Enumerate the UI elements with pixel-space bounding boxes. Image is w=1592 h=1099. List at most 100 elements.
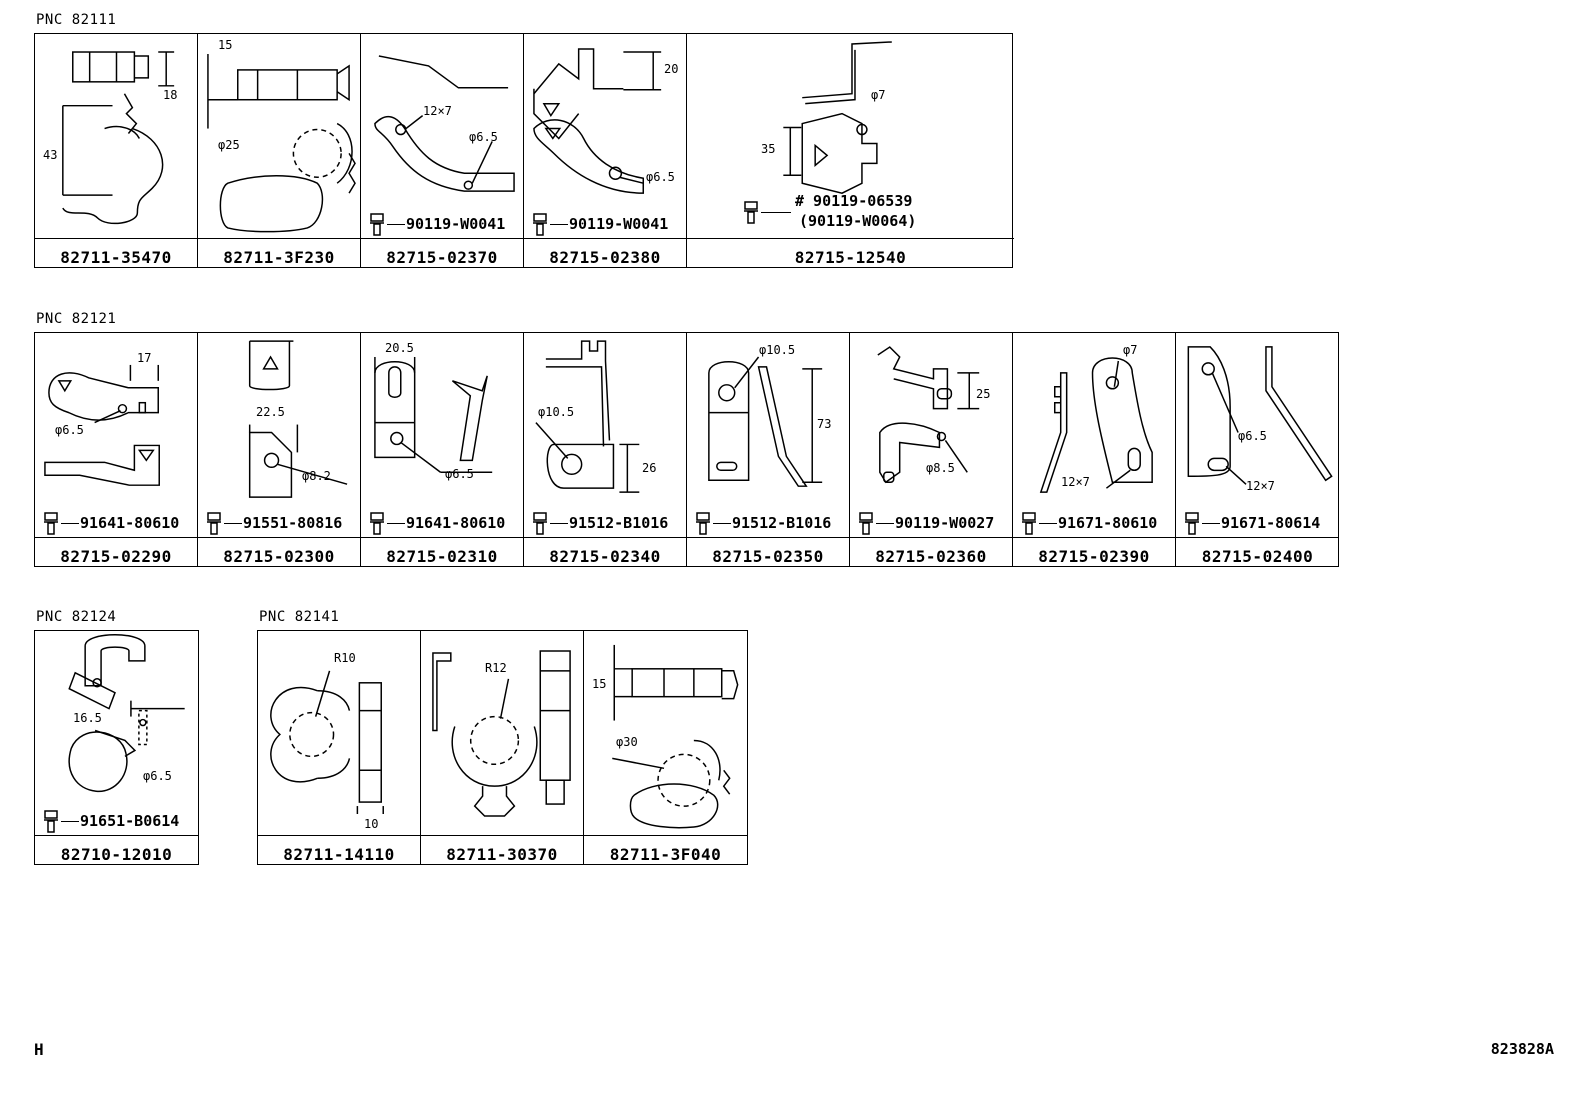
dimension-label: 18 <box>163 88 178 102</box>
dimension-label: 12×7 <box>423 104 452 118</box>
leader-line <box>761 212 791 213</box>
part-number: 82711-3F040 <box>609 845 722 864</box>
dimension-label: 43 <box>43 148 58 162</box>
part-number: 82715-02390 <box>1038 547 1150 566</box>
part-drawing <box>35 333 197 538</box>
bolt-reference: 90119-W0041 <box>369 212 505 236</box>
part-cell[interactable]: R10 10 82711-14110 <box>258 631 421 864</box>
dimension-label: 73 <box>817 417 832 431</box>
part-cell[interactable]: 25 φ8.5 90119-W0027 82715-02360 <box>850 333 1013 566</box>
bolt-icon <box>859 512 873 535</box>
part-drawing <box>361 333 523 538</box>
part-drawing <box>35 34 197 239</box>
dimension-label: φ7 <box>871 88 886 102</box>
parts-grid-82111: 18 43 82711-35470 15 φ25 82711-3F230 <box>34 33 1014 268</box>
part-cell[interactable]: φ6.5 12×7 91671-80614 82715-02400 <box>1176 333 1339 566</box>
dimension-label: 20 <box>664 62 679 76</box>
part-drawing <box>524 34 686 239</box>
bolt-reference: 91551-80816 <box>206 511 342 535</box>
part-number: 82711-14110 <box>283 845 395 864</box>
part-cell[interactable]: φ7 35 # 90119-06539 (90119-W0064) 82715-… <box>687 34 1014 267</box>
pnc-label: PNC 82111 <box>36 12 117 28</box>
bolt-reference: 90119-W0027 <box>858 511 994 535</box>
part-drawing <box>584 631 747 836</box>
bolt-reference: 91671-80610 <box>1021 511 1157 535</box>
part-number: 82711-3F230 <box>223 248 335 267</box>
parts-grid-82121: 17 φ6.5 91641-80610 82715-02290 22.5 φ8.… <box>34 332 1339 567</box>
part-cell[interactable]: 15 φ30 82711-3F040 <box>584 631 747 864</box>
dimension-label: φ6.5 <box>1238 429 1267 443</box>
part-cell[interactable]: 16.5 φ6.5 91651-B0614 82710-12010 <box>35 631 198 864</box>
parts-grid-82141: R10 10 82711-14110 R12 82711-30370 <box>257 630 748 865</box>
dimension-label: φ6.5 <box>55 423 84 437</box>
dimension-label: 10 <box>364 817 379 831</box>
dimension-label: φ7 <box>1123 343 1138 357</box>
part-drawing <box>687 34 1014 239</box>
bolt-reference: 91512-B1016 <box>695 511 831 535</box>
part-number: 82711-30370 <box>446 845 558 864</box>
part-number: 82715-02350 <box>712 547 824 566</box>
part-number: 82715-02360 <box>875 547 987 566</box>
part-cell[interactable]: 20 φ6.5 90119-W0041 82715-02380 <box>524 34 687 267</box>
dimension-label: 12×7 <box>1061 475 1090 489</box>
part-cell[interactable]: 17 φ6.5 91641-80610 82715-02290 <box>35 333 198 566</box>
part-number: 82711-35470 <box>60 248 172 267</box>
dimension-label: R10 <box>334 651 356 665</box>
drawing-number: 823828A <box>1490 1040 1554 1058</box>
dimension-label: 16.5 <box>73 711 102 725</box>
dimension-label: φ25 <box>218 138 240 152</box>
part-cell[interactable]: 20.5 φ6.5 91641-80610 82715-02310 <box>361 333 524 566</box>
bolt-icon <box>533 213 547 236</box>
page-marker: H <box>34 1040 44 1059</box>
part-cell[interactable]: 18 43 82711-35470 <box>35 34 198 267</box>
part-number: 82715-02310 <box>386 547 498 566</box>
part-drawing <box>198 34 360 239</box>
part-number: 82715-12540 <box>794 248 907 267</box>
bolt-icon <box>370 512 384 535</box>
part-drawing <box>1013 333 1175 538</box>
bolt-reference: 91641-80610 <box>369 511 505 535</box>
part-number: 82715-02370 <box>386 248 498 267</box>
dimension-label: φ8.5 <box>926 461 955 475</box>
bolt-icon <box>696 512 710 535</box>
dimension-label: 20.5 <box>385 341 414 355</box>
bolt-icon <box>533 512 547 535</box>
dimension-label: φ6.5 <box>646 170 675 184</box>
part-cell[interactable]: 22.5 φ8.2 91551-80816 82715-02300 <box>198 333 361 566</box>
part-number: 82715-02400 <box>1201 547 1314 566</box>
part-number: 82715-02380 <box>549 248 661 267</box>
bolt-icon <box>744 201 758 224</box>
part-number: 82715-02300 <box>223 547 335 566</box>
dimension-label: 15 <box>218 38 233 52</box>
part-drawing <box>524 333 686 538</box>
dimension-label: φ10.5 <box>538 405 575 419</box>
pnc-label: PNC 82124 <box>36 609 117 625</box>
part-drawing <box>1176 333 1339 538</box>
part-drawing <box>361 34 523 239</box>
part-cell[interactable]: 12×7 φ6.5 90119-W0041 82715-02370 <box>361 34 524 267</box>
dimension-label: φ6.5 <box>469 130 498 144</box>
part-cell[interactable]: R12 82711-30370 <box>421 631 584 864</box>
part-drawing <box>258 631 420 836</box>
part-cell[interactable]: φ7 12×7 91671-80610 82715-02390 <box>1013 333 1176 566</box>
part-cell[interactable]: φ10.5 73 91512-B1016 82715-02350 <box>687 333 850 566</box>
dimension-label: φ10.5 <box>759 343 796 357</box>
dimension-label: 15 <box>592 677 607 691</box>
dimension-label: φ6.5 <box>143 769 172 783</box>
part-cell[interactable]: 15 φ25 82711-3F230 <box>198 34 361 267</box>
part-number: 82710-12010 <box>60 845 173 864</box>
bolt-reference: 91641-80610 <box>43 511 179 535</box>
parts-grid-82124: 16.5 φ6.5 91651-B0614 82710-12010 <box>34 630 199 865</box>
dimension-label: 35 <box>761 142 776 156</box>
bolt-reference: 91671-80614 <box>1184 511 1320 535</box>
part-number: 82715-02340 <box>549 547 661 566</box>
bolt-reference: 90119-W0041 <box>532 212 668 236</box>
part-cell[interactable]: φ10.5 26 91512-B1016 82715-02340 <box>524 333 687 566</box>
bolt-icon <box>207 512 221 535</box>
part-drawing <box>35 631 198 836</box>
dimension-label: φ8.2 <box>302 469 331 483</box>
dimension-label: 25 <box>976 387 991 401</box>
bolt-icon <box>1185 512 1199 535</box>
pnc-label: PNC 82141 <box>259 609 340 625</box>
dimension-label: 12×7 <box>1246 479 1275 493</box>
